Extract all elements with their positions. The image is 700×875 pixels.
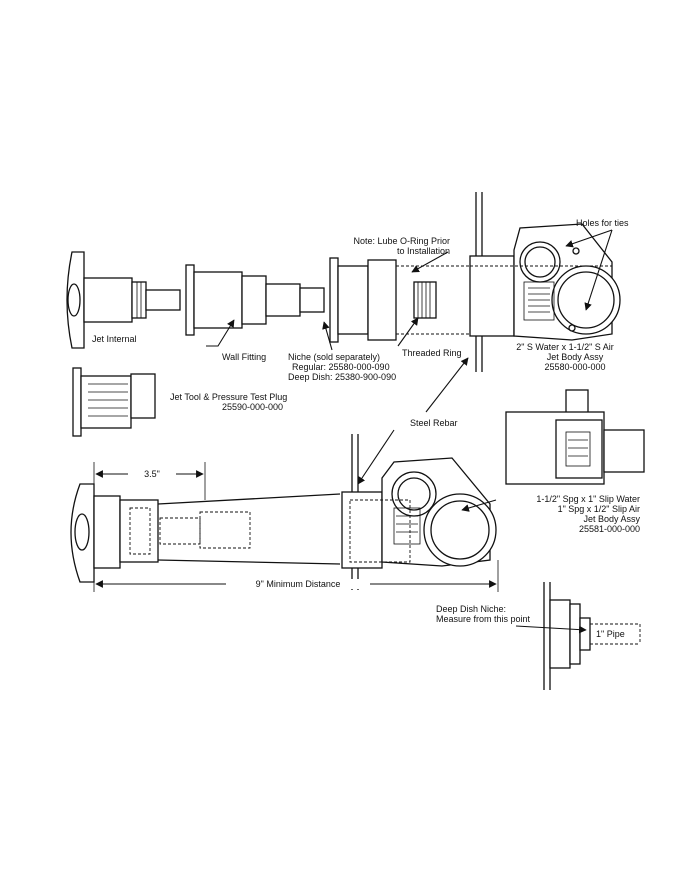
jet-tool-line2: 25590-000-000 bbox=[222, 402, 284, 412]
wall-fitting-label: Wall Fitting bbox=[222, 352, 267, 362]
jet-internal-label: Jet Internal bbox=[92, 334, 137, 344]
jet-body-15in-part bbox=[505, 389, 645, 485]
body1-line1: 1-1/2" Spg x 1" Slip Water bbox=[536, 494, 640, 504]
body2-line3: 25580-000-000 bbox=[544, 362, 606, 372]
dim-3-5-label: 3.5" bbox=[128, 469, 176, 479]
niche-label-line3: Deep Dish: 25380-900-090 bbox=[288, 372, 397, 382]
body1-line4: 25581-000-000 bbox=[578, 524, 640, 534]
jet-tool-part bbox=[72, 367, 156, 437]
deep-dish-line2: Measure from this point bbox=[436, 614, 531, 624]
jet-body-2in-part bbox=[469, 192, 621, 372]
threaded-ring-part bbox=[413, 281, 437, 319]
body2-line2: Jet Body Assy bbox=[546, 352, 604, 362]
leader-lines bbox=[206, 229, 613, 634]
assembled-jet bbox=[70, 434, 497, 590]
dimension-lines bbox=[93, 462, 499, 592]
pipe-label: 1" Pipe bbox=[596, 629, 625, 639]
deep-dish-line1: Deep Dish Niche: bbox=[436, 604, 507, 614]
dim-9-label: 9" Minimum Distance bbox=[226, 579, 370, 589]
niche-label-line2: Regular: 25580-000-090 bbox=[292, 362, 390, 372]
deep-dish-niche-part bbox=[543, 582, 641, 690]
threaded-ring-label: Threaded Ring bbox=[402, 348, 462, 358]
niche-label-line1: Niche (sold separately) bbox=[288, 352, 381, 362]
jet-internal-part bbox=[66, 251, 181, 349]
body1-line3: Jet Body Assy bbox=[583, 514, 640, 524]
steel-rebar-label: Steel Rebar bbox=[410, 418, 458, 428]
body2-line1: 2" S Water x 1-1/2" S Air bbox=[516, 342, 614, 352]
jet-tool-line1: Jet Tool & Pressure Test Plug bbox=[170, 392, 288, 402]
niche-part bbox=[329, 257, 470, 343]
holes-for-ties-label: Holes for ties bbox=[576, 218, 629, 228]
body1-line2: 1" Spg x 1/2" Slip Air bbox=[557, 504, 640, 514]
wall-fitting-part bbox=[185, 264, 325, 336]
lube-note-line1: Note: Lube O-Ring Prior bbox=[353, 236, 450, 246]
lube-note-line2: to Installation bbox=[396, 246, 450, 256]
